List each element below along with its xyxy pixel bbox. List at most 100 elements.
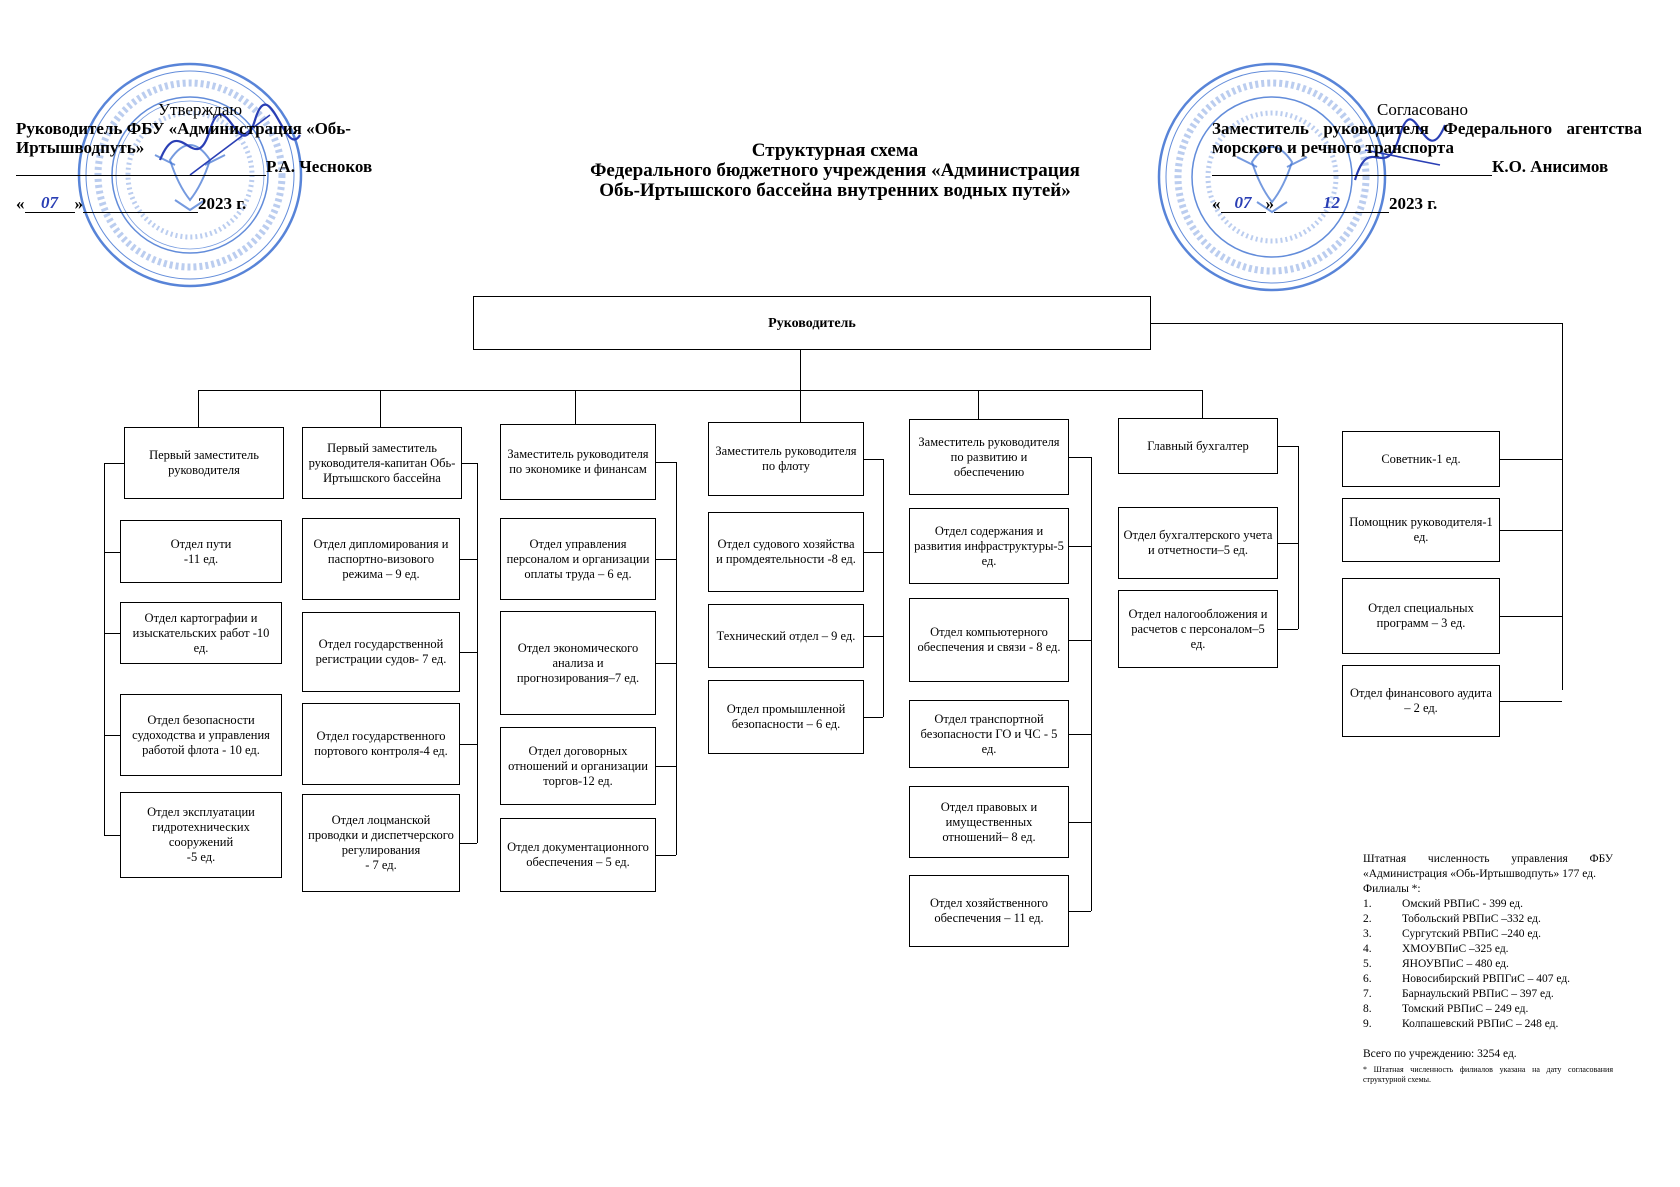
department-box: Отдел договорных отношений и организации… [500, 727, 656, 805]
signature-left [150, 100, 310, 190]
branch-item: 5.ЯНОУВПиС – 480 ед. [1363, 957, 1613, 972]
note-intro: Штатная численность управления ФБУ «Адми… [1363, 853, 1613, 880]
connector-line [1069, 546, 1091, 547]
date-year: 2023 г. [1389, 194, 1438, 213]
connector-line [1500, 701, 1562, 702]
connector-line [676, 462, 677, 855]
department-box: Отдел дипломирования и паспортно-визовог… [302, 518, 460, 600]
branch-number: 4. [1363, 943, 1372, 955]
connector-line [1562, 323, 1563, 690]
branch-item: 8.Томский РВПиС – 249 ед. [1363, 1002, 1613, 1017]
connector-line [460, 744, 477, 745]
connector-line [864, 459, 883, 460]
staff-note: Штатная численность управления ФБУ «Адми… [1363, 852, 1613, 1085]
direct-subordinate-box: Отдел финансового аудита – 2 ед. [1342, 665, 1500, 737]
department-box: Отдел хозяйственного обеспечения – 11 ед… [909, 875, 1069, 947]
connector-line [656, 462, 676, 463]
branch-item: 6. Новосибирский РВПГиС – 407 ед. [1363, 972, 1613, 987]
department-box: Отдел безопасности судоходства и управле… [120, 694, 282, 776]
connector-line [477, 463, 478, 843]
date-open-quote: « [16, 194, 25, 213]
branch-text: Колпашевский РВПиС – 248 ед. [1402, 1018, 1559, 1030]
connector-line [104, 552, 120, 553]
connector-line [104, 835, 120, 836]
agreement-label: Согласовано [1377, 100, 1468, 119]
connector-line [1278, 629, 1298, 630]
title-line-2: Федерального бюджетного учреждения «Адми… [590, 160, 1080, 181]
agreement-position: Заместитель руководителя Федерального аг… [1212, 119, 1642, 157]
approval-label: Утверждаю [158, 100, 243, 119]
department-box: Отдел пути -11 ед. [120, 520, 282, 583]
connector-line [198, 390, 1202, 391]
date-day: 07 [1220, 193, 1266, 213]
connector-line [198, 390, 199, 427]
connector-line [104, 633, 120, 634]
branch-number: 5. [1363, 958, 1372, 970]
column-head-box: Первый заместитель руководителя-капитан … [302, 427, 462, 499]
department-box: Технический отдел – 9 ед. [708, 604, 864, 668]
department-box: Отдел лоцманской проводки и диспетчерско… [302, 794, 460, 892]
connector-line [1278, 446, 1298, 447]
department-box: Отдел государственного портового контрол… [302, 703, 460, 785]
department-box: Отдел государственной регистрации судов-… [302, 612, 460, 692]
branch-text: Новосибирский РВПГиС – 407 ед. [1402, 973, 1571, 985]
column-head-box: Заместитель руководителя по экономике и … [500, 424, 656, 500]
date-month-line [83, 212, 198, 213]
connector-line [1069, 911, 1091, 912]
department-box: Отдел управления персоналом и организаци… [500, 518, 656, 600]
column-head-box: Первый заместитель руководителя [124, 427, 284, 499]
connector-line [1151, 323, 1562, 324]
note-footnote: * Штатная численность филиалов указана н… [1363, 1065, 1613, 1084]
date-day: 07 [24, 193, 75, 213]
agreement-name: К.О. Анисимов [1492, 157, 1609, 176]
column-head-box: Заместитель руководителя по флоту [708, 422, 864, 496]
approval-position: Руководитель ФБУ «Администрация «Обь-Ирт… [16, 119, 351, 157]
branch-item: 2.Тобольский РВПиС –332 ед. [1363, 912, 1613, 927]
department-box: Отдел эксплуатации гидротехнических соор… [120, 792, 282, 878]
column-head-box: Главный бухгалтер [1118, 418, 1278, 474]
connector-line [656, 766, 676, 767]
connector-line [460, 652, 477, 653]
connector-line [656, 559, 676, 560]
note-total: Всего по учреждению: 3254 ед. [1363, 1048, 1517, 1060]
connector-line [656, 663, 676, 664]
branch-number: 2. [1363, 913, 1372, 925]
connector-line [462, 463, 477, 464]
signature-right [1345, 110, 1455, 200]
branch-item: 9.Колпашевский РВПиС – 248 ед. [1363, 1017, 1613, 1032]
date-close-quote: » [1265, 194, 1275, 213]
connector-line [1500, 530, 1562, 531]
connector-line [864, 636, 883, 637]
direct-subordinate-box: Советник-1 ед. [1342, 431, 1500, 487]
branch-number: 7. [1363, 988, 1372, 1000]
branch-item: 1.Омский РВПиС - 399 ед. [1363, 897, 1613, 912]
branch-list: 1.Омский РВПиС - 399 ед.2.Тобольский РВП… [1363, 897, 1613, 1032]
branch-text: Омский РВПиС - 399 ед. [1402, 898, 1524, 910]
branch-number: 6. [1363, 973, 1372, 985]
department-box: Отдел бухгалтерского учета и отчетности–… [1118, 507, 1278, 579]
date-open-quote: « [1212, 194, 1221, 213]
direct-subordinate-box: Отдел специальных программ – 3 ед. [1342, 578, 1500, 654]
direct-subordinate-box: Помощник руководителя-1 ед. [1342, 498, 1500, 562]
branch-item: 4.ХМОУВПиС –325 ед. [1363, 942, 1613, 957]
connector-line [1069, 734, 1091, 735]
seal-stamp-right [1155, 60, 1390, 295]
branch-text: Барнаульский РВПиС – 397 ед. [1402, 988, 1554, 1000]
department-box: Отдел компьютерного обеспечения и связи … [909, 598, 1069, 682]
department-box: Отдел промышленной безопасности – 6 ед. [708, 680, 864, 754]
connector-line [1069, 640, 1091, 641]
connector-line [1278, 543, 1298, 544]
connector-line [1500, 459, 1562, 460]
department-box: Отдел экономического анализа и прогнозир… [500, 611, 656, 715]
connector-line [575, 390, 576, 424]
connector-line [104, 735, 120, 736]
note-branches-label: Филиалы *: [1363, 883, 1421, 895]
connector-line [1091, 457, 1092, 911]
approval-name: Р.А. Чесноков [266, 157, 373, 176]
connector-line [800, 350, 801, 390]
connector-line [800, 390, 801, 422]
connector-line [978, 390, 979, 419]
date-year: 2023 г. [198, 194, 247, 213]
department-box: Отдел содержания и развития инфраструкту… [909, 508, 1069, 584]
branch-number: 3. [1363, 928, 1372, 940]
